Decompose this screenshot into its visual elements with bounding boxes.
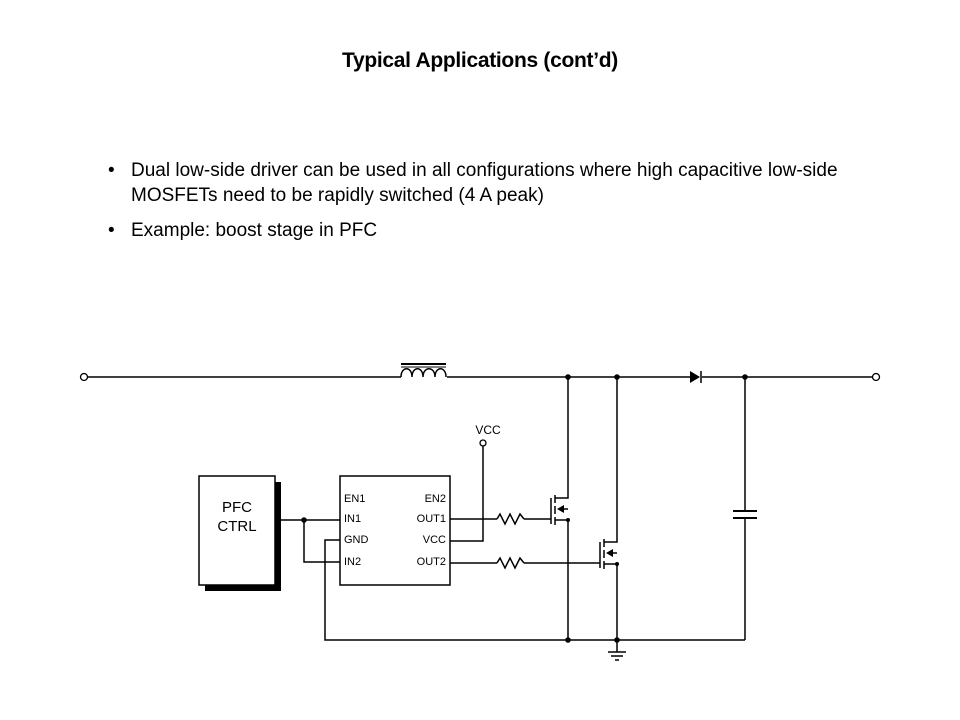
bullet-text: Example: boost stage in PFC bbox=[131, 220, 378, 241]
bullet-marker: • bbox=[108, 220, 115, 241]
junction-dot bbox=[615, 562, 619, 566]
mosfet-1-icon bbox=[550, 377, 569, 640]
input-terminal bbox=[79, 372, 89, 382]
pfc-controller-block bbox=[198, 475, 276, 586]
pin-vcc: VCC bbox=[423, 534, 446, 546]
bullet-item: • Example: boost stage in PFC bbox=[108, 218, 838, 243]
gate-resistor-1-icon bbox=[496, 512, 525, 526]
mosfet-2-icon bbox=[599, 377, 618, 640]
capacitor-icon bbox=[733, 510, 757, 519]
bullet-item: • Dual low-side driver can be used in al… bbox=[108, 158, 838, 208]
vcc-wire bbox=[450, 446, 484, 542]
input-signal-wires bbox=[281, 519, 617, 641]
controller-label-line1: PFC bbox=[222, 499, 252, 516]
slide-title: Typical Applications (cont’d) bbox=[342, 49, 618, 72]
vcc-terminal bbox=[479, 439, 487, 447]
junction-dot bbox=[566, 518, 570, 522]
driver-ic-block bbox=[339, 475, 451, 586]
junction-dot bbox=[565, 637, 571, 643]
diode-icon bbox=[690, 371, 702, 383]
bullet-text: Dual low-side driver can be used in all … bbox=[131, 160, 838, 206]
junction-dot bbox=[301, 517, 307, 523]
output-terminal bbox=[871, 372, 881, 382]
ground-icon bbox=[608, 640, 626, 661]
pin-en2: EN2 bbox=[425, 493, 446, 505]
gate-resistor-2-icon bbox=[496, 556, 525, 570]
vcc-supply-label: VCC bbox=[475, 423, 501, 437]
inductor-icon bbox=[400, 363, 447, 378]
pin-in2: IN2 bbox=[344, 556, 361, 568]
pin-in1: IN1 bbox=[344, 513, 361, 525]
pin-out1: OUT1 bbox=[417, 513, 446, 525]
bullet-list: • Dual low-side driver can be used in al… bbox=[108, 158, 838, 253]
pin-gnd: GND bbox=[344, 534, 369, 546]
pin-out2: OUT2 bbox=[417, 556, 446, 568]
bullet-marker: • bbox=[108, 160, 115, 181]
controller-label-line2: CTRL bbox=[217, 518, 256, 535]
pin-en1: EN1 bbox=[344, 493, 365, 505]
